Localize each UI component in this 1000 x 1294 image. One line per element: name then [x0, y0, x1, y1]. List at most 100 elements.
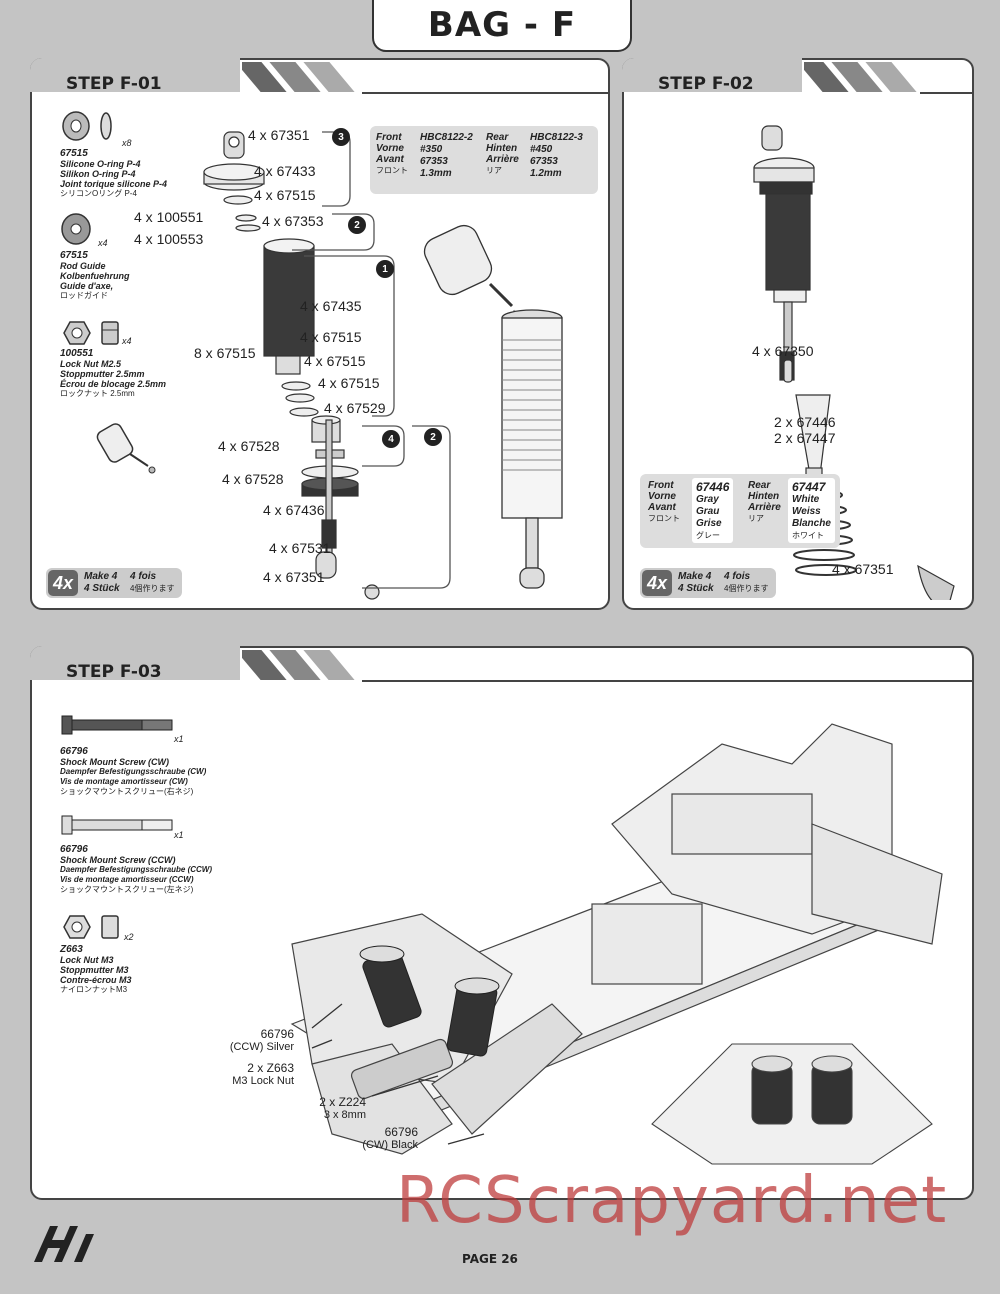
make-line2b: 4個作ります — [724, 584, 769, 593]
spring-rear-vjp: ホワイト — [792, 531, 824, 540]
front-head: Front Vorne Avant フロント — [376, 132, 408, 176]
rear-vals: HBC8122-3 #450 67353 1.2mm — [530, 132, 583, 180]
spring-rear-v2: Weiss — [792, 506, 821, 517]
spring-front-fr: Avant — [648, 502, 676, 513]
spring-front-vals: 67446 Gray Grau Grise グレー — [692, 478, 734, 543]
callout-6: 4 x 67353 — [262, 213, 324, 229]
front-val-1: HBC8122-2 — [420, 132, 473, 143]
f03-callout-1: 66796 (CCW) Silver — [210, 1028, 294, 1054]
step-f03-header-bg — [30, 646, 240, 680]
make-line1a: Make 4 — [84, 571, 118, 582]
f03-callout-1b: (CCW) Silver — [229, 1041, 294, 1053]
rear-val-2: #450 — [530, 144, 553, 155]
spring-rear-de: Hinten — [748, 491, 780, 502]
part2-jp: ロッドガイド — [60, 291, 108, 300]
rod-guide-icon — [61, 213, 91, 245]
step-f01-title: STEP F-01 — [66, 74, 162, 94]
make-line2b: 4個作ります — [130, 584, 175, 593]
f03-part2-id: 66796 — [60, 844, 88, 855]
front-head-de: Vorne — [376, 143, 404, 154]
part3-line2: Stoppmutter 2.5mm — [60, 369, 145, 379]
step-f03-divider — [362, 680, 972, 682]
step-f02-title: STEP F-02 — [658, 74, 754, 94]
step-f02-header-bg — [622, 58, 802, 92]
make-count: 4x — [48, 570, 78, 596]
make-line1b: 4 fois — [130, 571, 157, 582]
f03-part2-l2: Daempfer Befestigungsschraube (CCW) — [60, 865, 213, 874]
badge-2a: 2 — [348, 216, 366, 234]
make-line2a: 4 Stück — [84, 583, 120, 594]
f03-part3-id: Z663 — [60, 944, 83, 955]
part2-info: 67515 Rod Guide Kolbenfuehrung Guide d'a… — [60, 250, 210, 301]
spring-front-de: Vorne — [648, 491, 676, 502]
callout-15: 4 x 67436 — [263, 502, 325, 518]
f03-callout-4: 66796 (CW) Black — [342, 1126, 418, 1152]
callout-12: 4 x 67529 — [324, 400, 386, 416]
part3-jp: ロックナット 2.5mm — [60, 389, 135, 398]
callout-1: 4 x 67351 — [248, 127, 310, 143]
part1-qty: x8 — [122, 138, 132, 148]
f03-part2-l1: Shock Mount Screw (CCW) — [60, 855, 176, 865]
part1-line3: Joint torique silicone P-4 — [60, 179, 168, 189]
step-f01-panel: STEP F-01 x8 67515 Silicone O-ring P-4 S… — [30, 58, 610, 610]
f03-callout-1a: 66796 — [260, 1027, 294, 1041]
front-val-4: 1.3mm — [420, 168, 452, 179]
spring-rear-fr: Arrière — [748, 502, 781, 513]
callout-7: 4 x 67435 — [300, 298, 362, 314]
oil-spec-box: Front Vorne Avant フロント HBC8122-2 #350 67… — [370, 126, 598, 194]
f03-part2-jp: ショックマウントスクリュー(左ネジ) — [60, 885, 194, 894]
rear-head-fr: Arrière — [486, 154, 519, 165]
callout-13: 4 x 67528 — [218, 438, 280, 454]
part1-jp: シリコンOリング P-4 — [60, 189, 137, 198]
step-f02-divider — [920, 92, 972, 94]
header-stripes — [804, 62, 924, 92]
page-number: PAGE 26 — [462, 1252, 518, 1266]
f03-callout-4a: 66796 — [384, 1125, 418, 1139]
make-box-f01: 4x Make 4 4 fois 4 Stück 4個作ります — [46, 568, 182, 598]
badge-4: 4 — [382, 430, 400, 448]
step-f03-title: STEP F-03 — [66, 662, 162, 682]
badge-1: 1 — [376, 260, 394, 278]
callout-9: 8 x 67515 — [194, 345, 256, 361]
shock-body-filling-diagram — [423, 224, 563, 589]
chassis-diagram — [290, 723, 943, 1165]
f03-part1-jp: ショックマウントスクリュー(右ネジ) — [60, 787, 194, 796]
callout-3: 4 x 67515 — [254, 187, 316, 203]
front-head-en: Front — [376, 132, 402, 143]
f03-callout-3b: 3 x 8mm — [323, 1109, 366, 1121]
callout-16: 4 x 67531 — [269, 540, 331, 556]
part1-id: 67515 — [60, 148, 88, 159]
f03-callout-2: 2 x Z663 M3 Lock Nut — [210, 1062, 294, 1088]
spring-front-id: 67446 — [696, 480, 730, 494]
part2-id: 67515 — [60, 250, 88, 261]
rear-head-de: Hinten — [486, 143, 518, 154]
f03-part1-id: 66796 — [60, 746, 88, 757]
f03-part1-qty: x1 — [174, 734, 184, 744]
spring-front-v1: Gray — [696, 494, 719, 505]
part3-line1: Lock Nut M2.5 — [60, 359, 122, 369]
bag-title: BAG - F — [372, 0, 632, 52]
hb-logo — [28, 1222, 98, 1266]
o-ring-icon — [62, 111, 112, 141]
f03-part3-l2: Stoppmutter M3 — [60, 965, 129, 975]
spring-rear-jp: リア — [748, 514, 764, 523]
f03-part1-info: 66796 Shock Mount Screw (CW) Daempfer Be… — [60, 746, 260, 797]
f03-part3-l1: Lock Nut M3 — [60, 955, 114, 965]
callout-17: 4 x 67351 — [263, 569, 325, 585]
make-line2a: 4 Stück — [678, 583, 714, 594]
front-head-fr: Avant — [376, 154, 404, 165]
f03-callout-4b: (CW) Black — [362, 1139, 418, 1151]
callout-11: 4 x 67515 — [318, 375, 380, 391]
badge-3: 3 — [332, 128, 350, 146]
f03-callout-2b: M3 Lock Nut — [232, 1075, 294, 1087]
callout-4: 4 x 100551 — [134, 209, 204, 225]
f02-callout-3: 2 x 67447 — [774, 430, 836, 446]
lock-nut-icon — [63, 321, 119, 345]
front-vals: HBC8122-2 #350 67353 1.3mm — [420, 132, 473, 180]
spring-rear-v1: White — [792, 494, 820, 505]
part3-qty: x4 — [122, 336, 132, 346]
f03-part2-l3: Vis de montage amortisseur (CCW) — [60, 875, 194, 884]
callout-10: 4 x 67515 — [304, 353, 366, 369]
spring-rear-head: Rear Hinten Arrière リア — [748, 480, 781, 524]
spring-front-head: Front Vorne Avant フロント — [648, 480, 680, 524]
